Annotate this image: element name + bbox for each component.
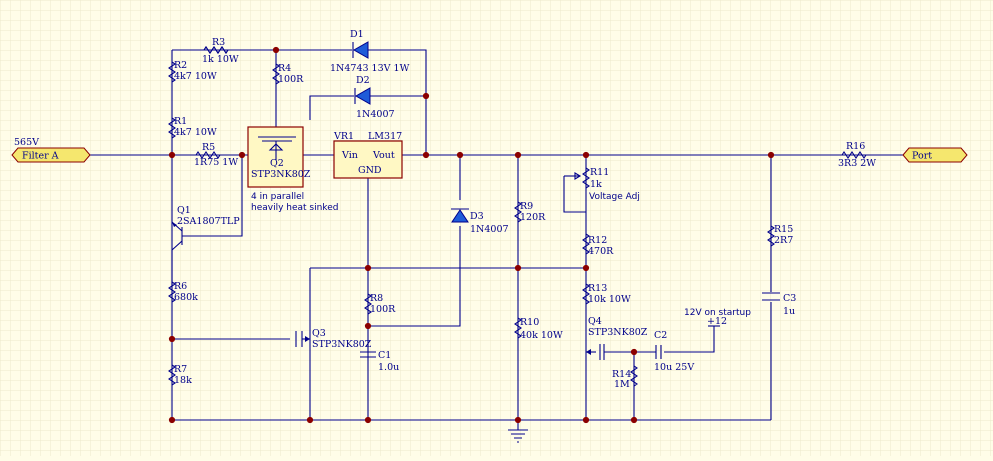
- r4-ref: R4: [278, 63, 291, 74]
- r5-ref: R5: [202, 142, 215, 153]
- c2-ref: C2: [654, 330, 667, 341]
- q2-value: STP3NK80Z: [251, 169, 311, 180]
- output-port[interactable]: Port: [902, 147, 968, 163]
- r1-ref: R1: [174, 116, 187, 127]
- r12-ref: R12: [588, 235, 607, 246]
- mosfet-q2-icon: [258, 136, 296, 160]
- r6-ref: R6: [174, 281, 187, 292]
- r9-ref: R9: [520, 201, 533, 212]
- junctions: [168, 46, 775, 424]
- r4-value: 100R: [278, 74, 304, 85]
- input-port[interactable]: Filter A: [11, 147, 91, 163]
- d3-ref: D3: [470, 211, 484, 222]
- r11-ref: R11: [590, 167, 609, 178]
- output-port-label: Port: [912, 151, 932, 162]
- r14-ref: R14: [612, 369, 631, 380]
- r11-value: 1k: [590, 179, 602, 190]
- r15-ref: R15: [774, 224, 793, 235]
- component-labels: R3 1k 10W R2 4k7 10W R4 100R R1 4k7 10W …: [174, 29, 876, 390]
- c2-value: 10u 25V: [654, 362, 694, 373]
- r7-ref: R7: [174, 364, 187, 375]
- r10-ref: R10: [520, 317, 539, 328]
- capacitor-symbols: [360, 292, 780, 359]
- ground-icon: [508, 429, 528, 443]
- vr1-pin-gnd: GND: [358, 165, 382, 176]
- q2-note-line2: heavily heat sinked: [251, 203, 338, 213]
- vr1-pin-out: Vout: [372, 150, 395, 161]
- r6-value: 680k: [174, 292, 198, 303]
- r2-value: 4k7 10W: [174, 71, 217, 82]
- r5-value: 1R75 1W: [194, 157, 238, 168]
- r7-value: 18k: [174, 375, 192, 386]
- d2-value: 1N4007: [356, 109, 395, 120]
- r16-value: 3R3 2W: [838, 158, 876, 169]
- r14-value: 1M: [614, 379, 630, 390]
- r8-value: 100R: [370, 304, 396, 315]
- d1-ref: D1: [350, 29, 364, 40]
- r16-ref: R16: [846, 141, 865, 152]
- r3-value: 1k 10W: [202, 54, 239, 65]
- c3-ref: C3: [783, 293, 796, 304]
- d2-ref: D2: [356, 75, 370, 86]
- c1-ref: C1: [378, 350, 391, 361]
- r3-ref: R3: [212, 37, 225, 48]
- r13-value: 10k 10W: [588, 294, 631, 305]
- input-voltage-label: 565V: [14, 137, 39, 148]
- diode-d1-icon: [352, 41, 369, 59]
- r11-note: Voltage Adj: [589, 192, 640, 202]
- d3-value: 1N4007: [470, 224, 509, 235]
- startup-net: +12: [707, 316, 727, 327]
- r10-value: 40k 10W: [520, 330, 563, 341]
- q1-value: 2SA1807TLP: [177, 216, 240, 227]
- resistor-symbols: [168, 46, 867, 387]
- mosfet-q4-icon: [586, 349, 591, 355]
- diode-d3-icon: [451, 208, 469, 223]
- mosfet-q3-icon: [305, 336, 310, 342]
- vr1-value: LM317: [368, 131, 402, 142]
- r2-ref: R2: [174, 60, 187, 71]
- q2-ref: Q2: [270, 158, 284, 169]
- r9-value: 120R: [520, 212, 546, 223]
- q3-value: STP3NK80Z: [312, 339, 372, 350]
- d1-value: 1N4743 13V 1W: [330, 63, 410, 74]
- q4-value: STP3NK80Z: [588, 327, 648, 338]
- c3-value: 1u: [783, 306, 795, 317]
- q3-ref: Q3: [312, 328, 326, 339]
- r13-ref: R13: [588, 283, 607, 294]
- r12-value: 470R: [588, 246, 614, 257]
- q4-ref: Q4: [588, 316, 602, 327]
- diode-d2-icon: [354, 87, 371, 105]
- r15-value: 2R7: [774, 235, 793, 246]
- vr1-ref: VR1: [333, 131, 354, 142]
- vr1-pin-in: Vin: [341, 150, 358, 161]
- pnp-transistor-q1-icon: [171, 221, 183, 251]
- r8-ref: R8: [370, 293, 383, 304]
- q1-ref: Q1: [177, 205, 191, 216]
- c1-value: 1.0u: [378, 362, 399, 373]
- input-port-label: Filter A: [22, 151, 59, 162]
- startup-label: 12V on startup: [684, 308, 751, 318]
- r1-value: 4k7 10W: [174, 127, 217, 138]
- q2-note-line1: 4 in parallel: [251, 192, 304, 202]
- vr1-regulator-box[interactable]: [333, 140, 403, 179]
